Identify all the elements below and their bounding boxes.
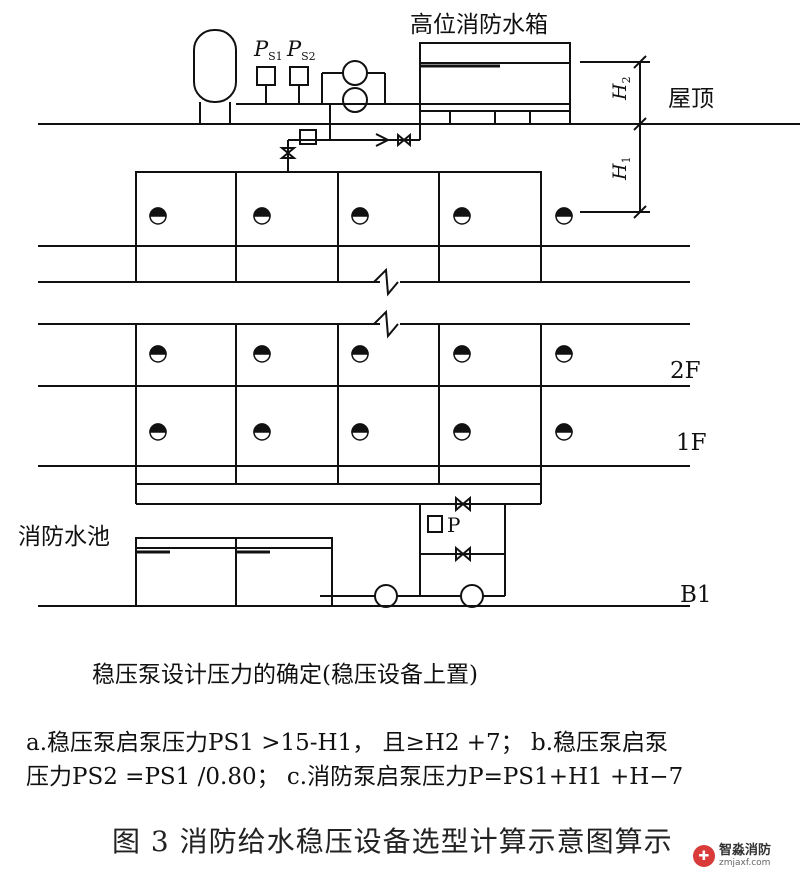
valve-icon (279, 147, 297, 159)
break-mark (373, 267, 399, 297)
sprinkler-head-fill (253, 423, 271, 433)
caption-formula-line2: 压力PS2 =PS1 /0.80； c.消防泵启泵压力P=PS1+H1 +H−7 (26, 764, 684, 790)
h2-label: H2 (609, 76, 633, 101)
pump-icon (460, 584, 484, 608)
watermark-logo-icon: ✚ (693, 845, 715, 867)
sprinkler-head-fill (453, 423, 471, 433)
roof-label: 屋顶 (668, 86, 714, 112)
pump-icon (342, 87, 368, 113)
valve-icon (397, 132, 411, 148)
sprinkler-head-fill (555, 207, 573, 217)
sprinkler-head-fill (351, 423, 369, 433)
p-label: P (447, 513, 460, 537)
caption-title: 稳压泵设计压力的确定(稳压设备上置) (92, 662, 478, 688)
sprinkler-head-fill (253, 345, 271, 355)
pressure-vessel (193, 29, 237, 103)
high-level-tank (419, 42, 571, 112)
watermark: ✚ 智淼消防 zmjaxf.com (693, 838, 805, 874)
figure-caption: 图 3 消防给水稳压设备选型计算示意图算示 (112, 825, 673, 858)
fire-pool (135, 537, 333, 607)
ps2-gauge (289, 66, 309, 86)
valve-icon (455, 495, 471, 513)
pressure-switch (427, 515, 443, 533)
sprinkler-head-fill (351, 207, 369, 217)
break-mark (373, 309, 399, 339)
sprinkler-head-fill (453, 345, 471, 355)
sprinkler-head-fill (149, 207, 167, 217)
sprinkler-head-fill (453, 207, 471, 217)
watermark-url: zmjaxf.com (719, 858, 771, 868)
sprinkler-heads (149, 207, 573, 441)
ps2-label: PS2 (286, 37, 316, 63)
ps1-label: PS1 (253, 37, 283, 63)
floor-b1-label: B1 (680, 582, 712, 608)
floor-2f-label: 2F (670, 358, 701, 384)
check-valve-icon (375, 133, 391, 147)
sprinkler-head-fill (555, 345, 573, 355)
pool-label: 消防水池 (18, 524, 110, 550)
watermark-name: 智淼消防 (719, 843, 772, 858)
sprinkler-head-fill (555, 423, 573, 433)
valve-icon (455, 545, 471, 563)
caption-formula-line1: a.稳压泵启泵压力PS1 >15-H1， 且≥H2 +7； b.稳压泵启泵 (26, 730, 669, 756)
pump-icon (342, 60, 368, 86)
sprinkler-head-fill (149, 345, 167, 355)
h1-label: H1 (609, 156, 633, 181)
sprinkler-head-fill (351, 345, 369, 355)
floor-1f-label: 1F (676, 430, 707, 456)
ps1-gauge (256, 66, 276, 86)
tank-label: 高位消防水箱 (410, 12, 548, 38)
pump-icon (374, 584, 398, 608)
sprinkler-head-fill (149, 423, 167, 433)
sprinkler-head-fill (253, 207, 271, 217)
